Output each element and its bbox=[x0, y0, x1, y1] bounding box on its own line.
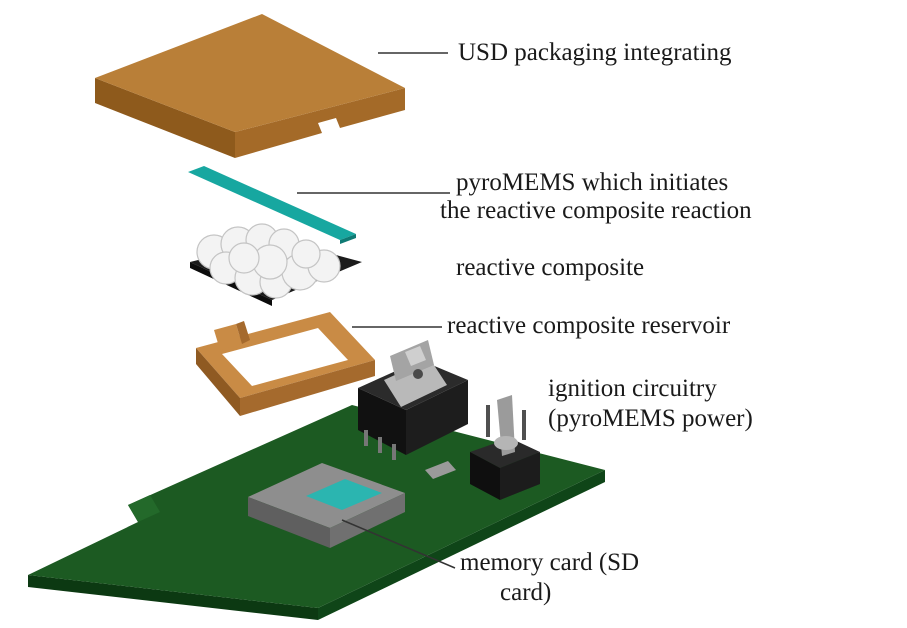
label-reactive-composite: reactive composite bbox=[456, 254, 645, 281]
label-ignition-line2: (pyroMEMS power) bbox=[548, 405, 753, 432]
sd-card-slot bbox=[248, 463, 405, 548]
label-pyromems-line1: pyroMEMS which initiates bbox=[456, 169, 729, 196]
label-memory-card-line1: memory card (SD bbox=[460, 549, 640, 576]
sd-card-contact bbox=[306, 479, 382, 510]
label-ignition-line1: ignition circuitry bbox=[548, 375, 717, 402]
usd-packaging-lid bbox=[95, 14, 405, 158]
label-reservoir: reactive composite reservoir bbox=[447, 312, 731, 339]
reservoir-frame bbox=[196, 312, 375, 416]
label-pyromems-line2: the reactive composite reaction bbox=[440, 197, 752, 224]
pyromems-strip bbox=[188, 166, 356, 244]
label-usd-packaging: USD packaging integrating bbox=[458, 39, 732, 66]
leader-lines bbox=[297, 52, 456, 569]
reactive-composite-material bbox=[190, 223, 362, 306]
label-memory-card-line2: card) bbox=[500, 579, 552, 606]
ignition-circuitry-parts bbox=[358, 340, 540, 500]
